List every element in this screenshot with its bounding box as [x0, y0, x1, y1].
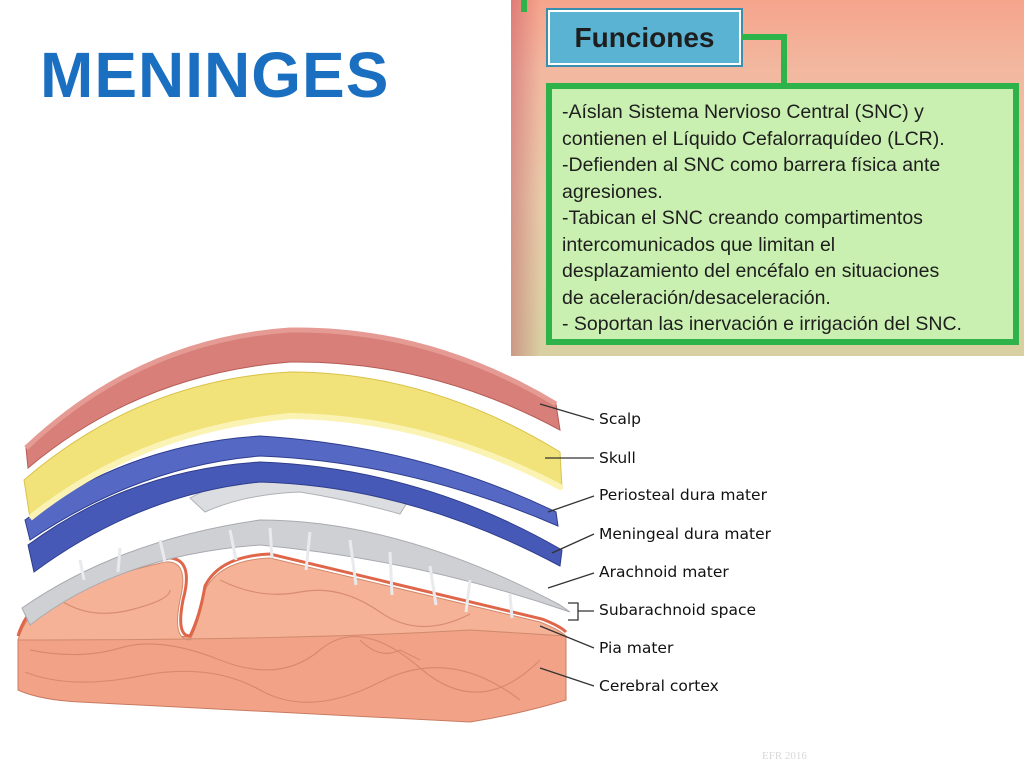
functions-heading-box: Funciones — [548, 10, 741, 65]
leader-cortex — [539, 667, 595, 687]
meninges-diagram — [16, 327, 595, 723]
leader-lines — [539, 403, 595, 687]
cerebral-cortex-block — [17, 629, 567, 723]
leader-periosteal — [547, 495, 595, 513]
leader-pia — [539, 625, 595, 649]
connector-line-horizontal — [741, 34, 787, 40]
function-line: de aceleración/desaceleración. — [562, 286, 831, 309]
functions-text-box: -Aíslan Sistema Nervioso Central (SNC) y… — [546, 83, 1019, 345]
connector-line-vertical — [781, 34, 787, 86]
function-line: contienen el Líquido Cefalorraquídeo (LC… — [562, 127, 945, 150]
scalp-top-surface — [24, 327, 558, 450]
label-skull: Skull — [599, 449, 636, 467]
function-line: -Aíslan Sistema Nervioso Central (SNC) y — [562, 101, 924, 123]
label-cerebral-cortex: Cerebral cortex — [599, 677, 719, 695]
periosteal-dura-layer — [24, 435, 559, 541]
leader-subarachnoid — [568, 602, 594, 621]
page-title: MENINGES — [40, 39, 390, 111]
label-scalp: Scalp — [599, 410, 642, 428]
meningeal-dura-layer — [27, 461, 563, 573]
functions-panel: Funciones -Aíslan Sistema Nervioso Centr… — [511, 0, 1024, 356]
skull-inner-edge — [28, 412, 564, 521]
cortex-vessels — [24, 579, 541, 703]
leader-meningeal — [551, 533, 595, 554]
function-line: -Defienden al SNC como barrera física an… — [562, 154, 941, 176]
functions-heading: Funciones — [574, 21, 715, 53]
arachnoid-mater-layer — [21, 519, 571, 626]
leader-arachnoid — [547, 572, 595, 589]
function-line: - Soportan las inervación e irrigación d… — [562, 313, 962, 335]
arachnoid-trabeculae — [78, 527, 514, 619]
label-pia-mater: Pia mater — [599, 639, 674, 657]
label-arachnoid-mater: Arachnoid mater — [599, 563, 729, 581]
leader-scalp — [539, 403, 595, 421]
connector-line-top — [521, 0, 527, 12]
label-subarachnoid-space: Subarachnoid space — [599, 601, 757, 619]
label-meningeal-dura-mater: Meningeal dura mater — [599, 525, 772, 543]
function-line: agresiones. — [562, 180, 663, 203]
function-line: desplazamiento del encéfalo en situacion… — [562, 260, 940, 282]
watermark: EFR 2016 — [762, 750, 807, 762]
label-periosteal-dura-mater: Periosteal dura mater — [599, 486, 767, 504]
function-line: intercomunicados que limitan el — [562, 233, 836, 256]
function-line: -Tabican el SNC creando compartimentos — [562, 207, 923, 229]
